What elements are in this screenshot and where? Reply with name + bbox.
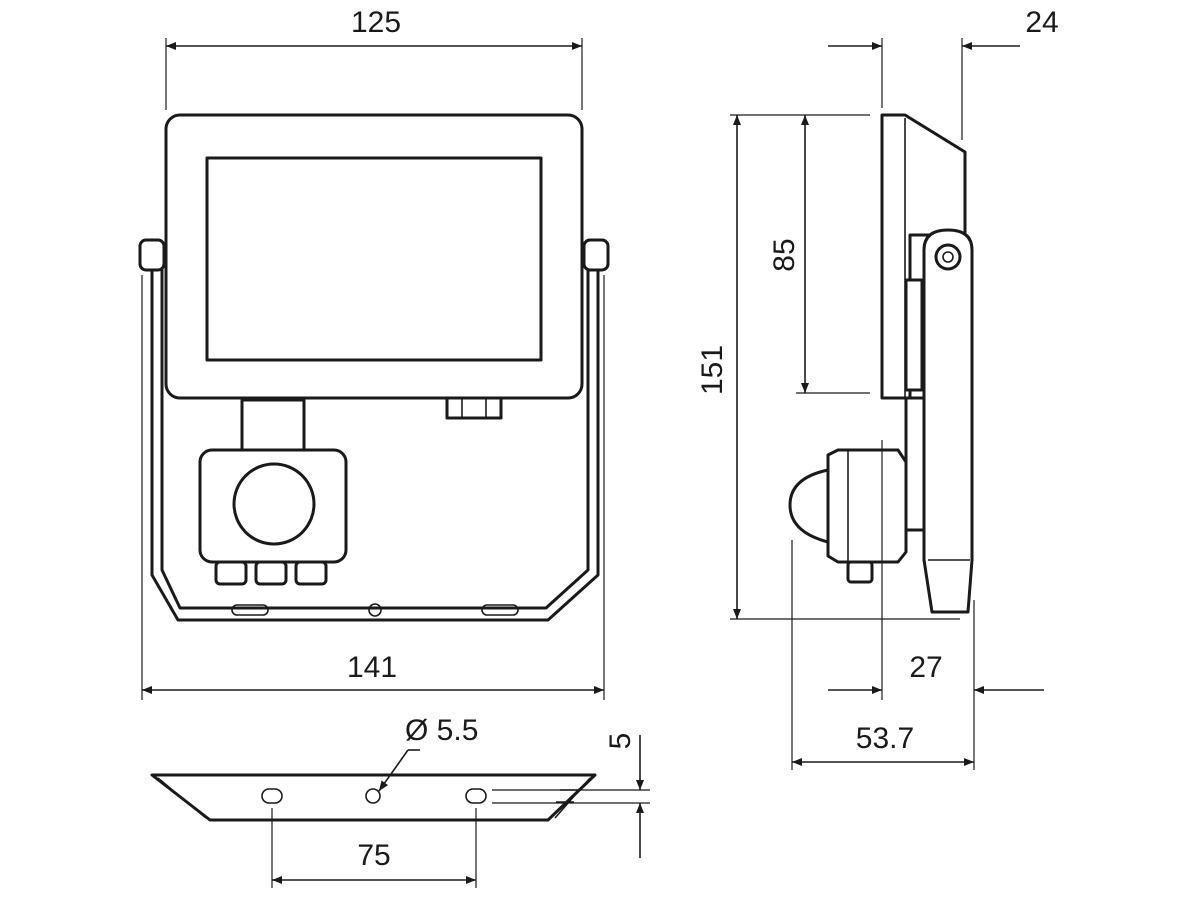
bracket-arm [922, 228, 974, 614]
dim-label-141: 141 [347, 651, 397, 684]
bracket-plate [150, 773, 597, 822]
dim-offset-5: 5 [492, 733, 650, 858]
bracket-hole-center [365, 788, 381, 804]
dim-height-151: 151 [696, 114, 960, 620]
dim-depth-27: 27 [828, 440, 1044, 770]
bracket-slot-left [231, 604, 269, 616]
sensor-lens [232, 462, 316, 546]
led-window [205, 156, 543, 362]
bracket-hole-right [465, 788, 487, 804]
dim-depth-53-7: 53.7 [791, 540, 974, 770]
dim-label-dia: Ø 5.5 [405, 714, 478, 747]
sensor-side [826, 448, 908, 564]
dim-label-5: 5 [604, 733, 637, 750]
dim-depth-24: 24 [828, 6, 1059, 140]
pivot-bolt [934, 243, 962, 271]
dim-label-85: 85 [768, 238, 801, 271]
dim-label-75: 75 [357, 839, 390, 872]
cable-gland [445, 396, 503, 420]
dim-width-125: 125 [165, 6, 583, 110]
dim-height-85: 85 [768, 115, 870, 394]
dim-label-151: 151 [696, 345, 729, 395]
dim-label-125: 125 [351, 6, 401, 39]
sensor-dome [788, 468, 830, 544]
dim-label-24: 24 [1025, 6, 1058, 39]
dim-hole-diameter: Ø 5.5 [378, 714, 478, 792]
side-view [788, 113, 974, 614]
front-view [138, 113, 610, 622]
dim-label-53-7: 53.7 [856, 722, 914, 755]
dim-width-141: 141 [141, 275, 605, 700]
bracket-bottom-view [150, 773, 597, 822]
sensor-neck [240, 398, 306, 458]
dim-hole-spacing-75: 75 [271, 808, 477, 888]
bracket-hole-left [261, 788, 283, 804]
bracket-slot-right [481, 604, 519, 616]
bracket-center-hole [368, 603, 382, 617]
dim-label-27: 27 [909, 651, 942, 684]
